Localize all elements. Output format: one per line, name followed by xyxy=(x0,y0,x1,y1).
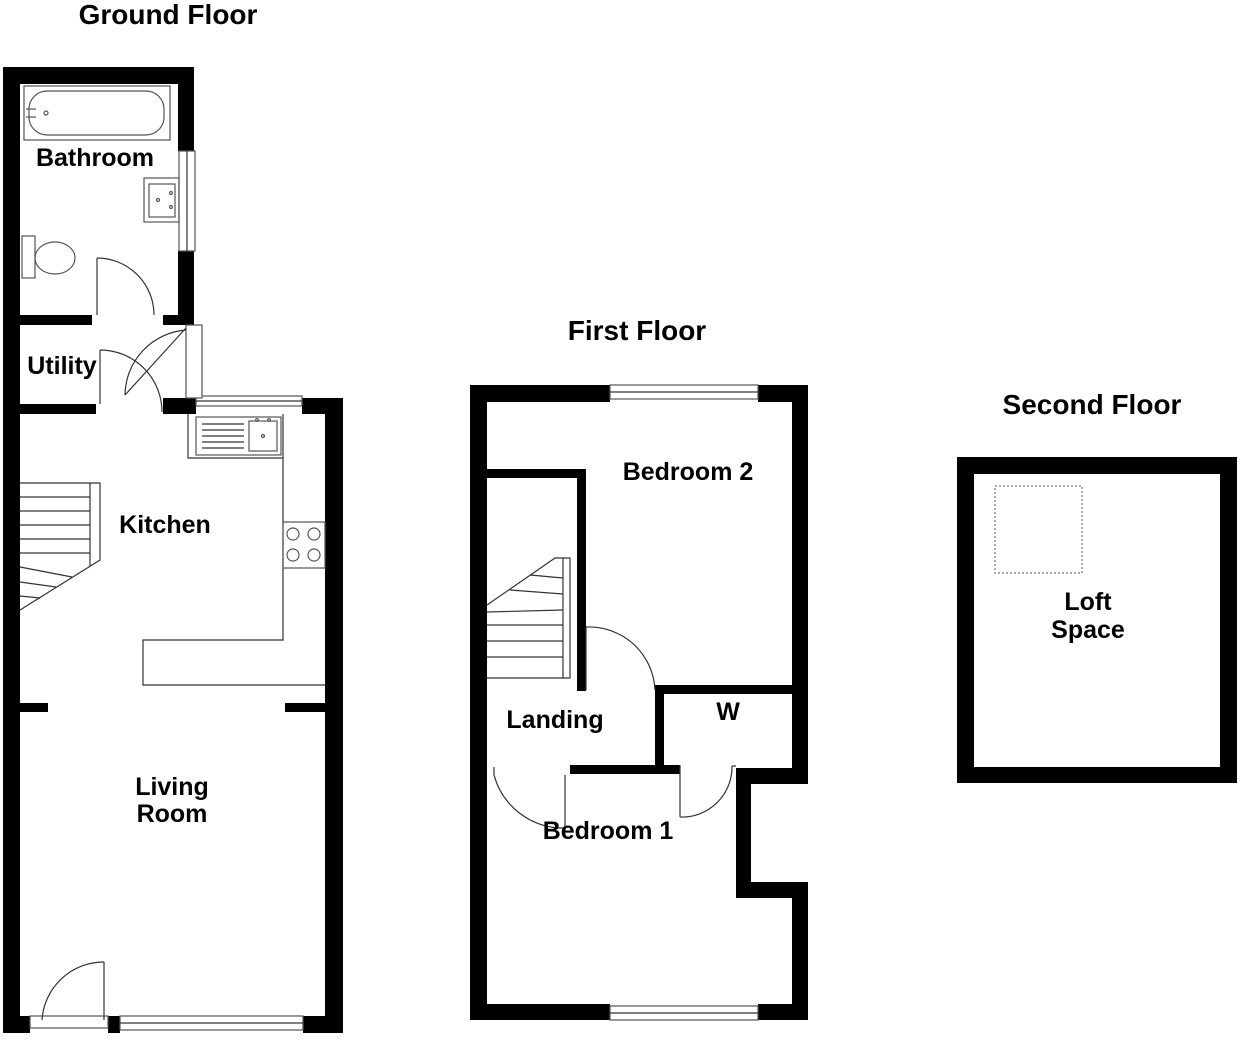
staircase xyxy=(486,557,571,679)
room-label-loft-line2: Space xyxy=(1051,616,1125,644)
window xyxy=(185,324,203,399)
door-swing xyxy=(679,765,736,818)
room-label-utility: Utility xyxy=(27,352,97,380)
room-label-kitchen: Kitchen xyxy=(119,511,211,539)
first-floor-title: First Floor xyxy=(568,315,707,346)
room-label-wardrobe: W xyxy=(716,698,740,726)
second-floor-walls xyxy=(957,457,1237,783)
door-swing xyxy=(493,767,566,829)
hob-icon xyxy=(282,521,326,569)
ground-floor-title: Ground Floor xyxy=(79,0,258,30)
basin-icon xyxy=(143,177,180,223)
kitchen-sink-icon xyxy=(195,416,282,456)
door-swing xyxy=(29,961,109,1029)
toilet-icon xyxy=(21,235,76,279)
staircase xyxy=(19,482,101,611)
second-floor: Second Floor Loft Space xyxy=(957,389,1237,783)
second-floor-title: Second Floor xyxy=(1003,389,1182,420)
room-label-bedroom-2: Bedroom 2 xyxy=(623,458,754,486)
bath-icon xyxy=(23,85,171,141)
room-label-bathroom: Bathroom xyxy=(36,144,154,172)
door-swing xyxy=(96,257,155,316)
room-label-landing: Landing xyxy=(506,706,603,734)
room-label-bedroom-1: Bedroom 1 xyxy=(543,817,674,845)
room-label-loft-line1: Loft xyxy=(1064,588,1112,616)
first-floor-walls xyxy=(470,385,808,1020)
door-swing xyxy=(585,626,656,691)
room-label-living-line1: Living xyxy=(135,773,209,801)
door-swing xyxy=(99,349,163,413)
door-swing xyxy=(124,327,187,396)
ground-floor-walls xyxy=(3,67,343,1033)
kitchen-worktop xyxy=(142,414,325,686)
first-floor: First Floor xyxy=(470,315,808,1021)
room-label-living-line2: Room xyxy=(137,800,208,828)
ground-floor: Ground Floor xyxy=(3,0,343,1033)
loft-hatch xyxy=(994,485,1083,574)
